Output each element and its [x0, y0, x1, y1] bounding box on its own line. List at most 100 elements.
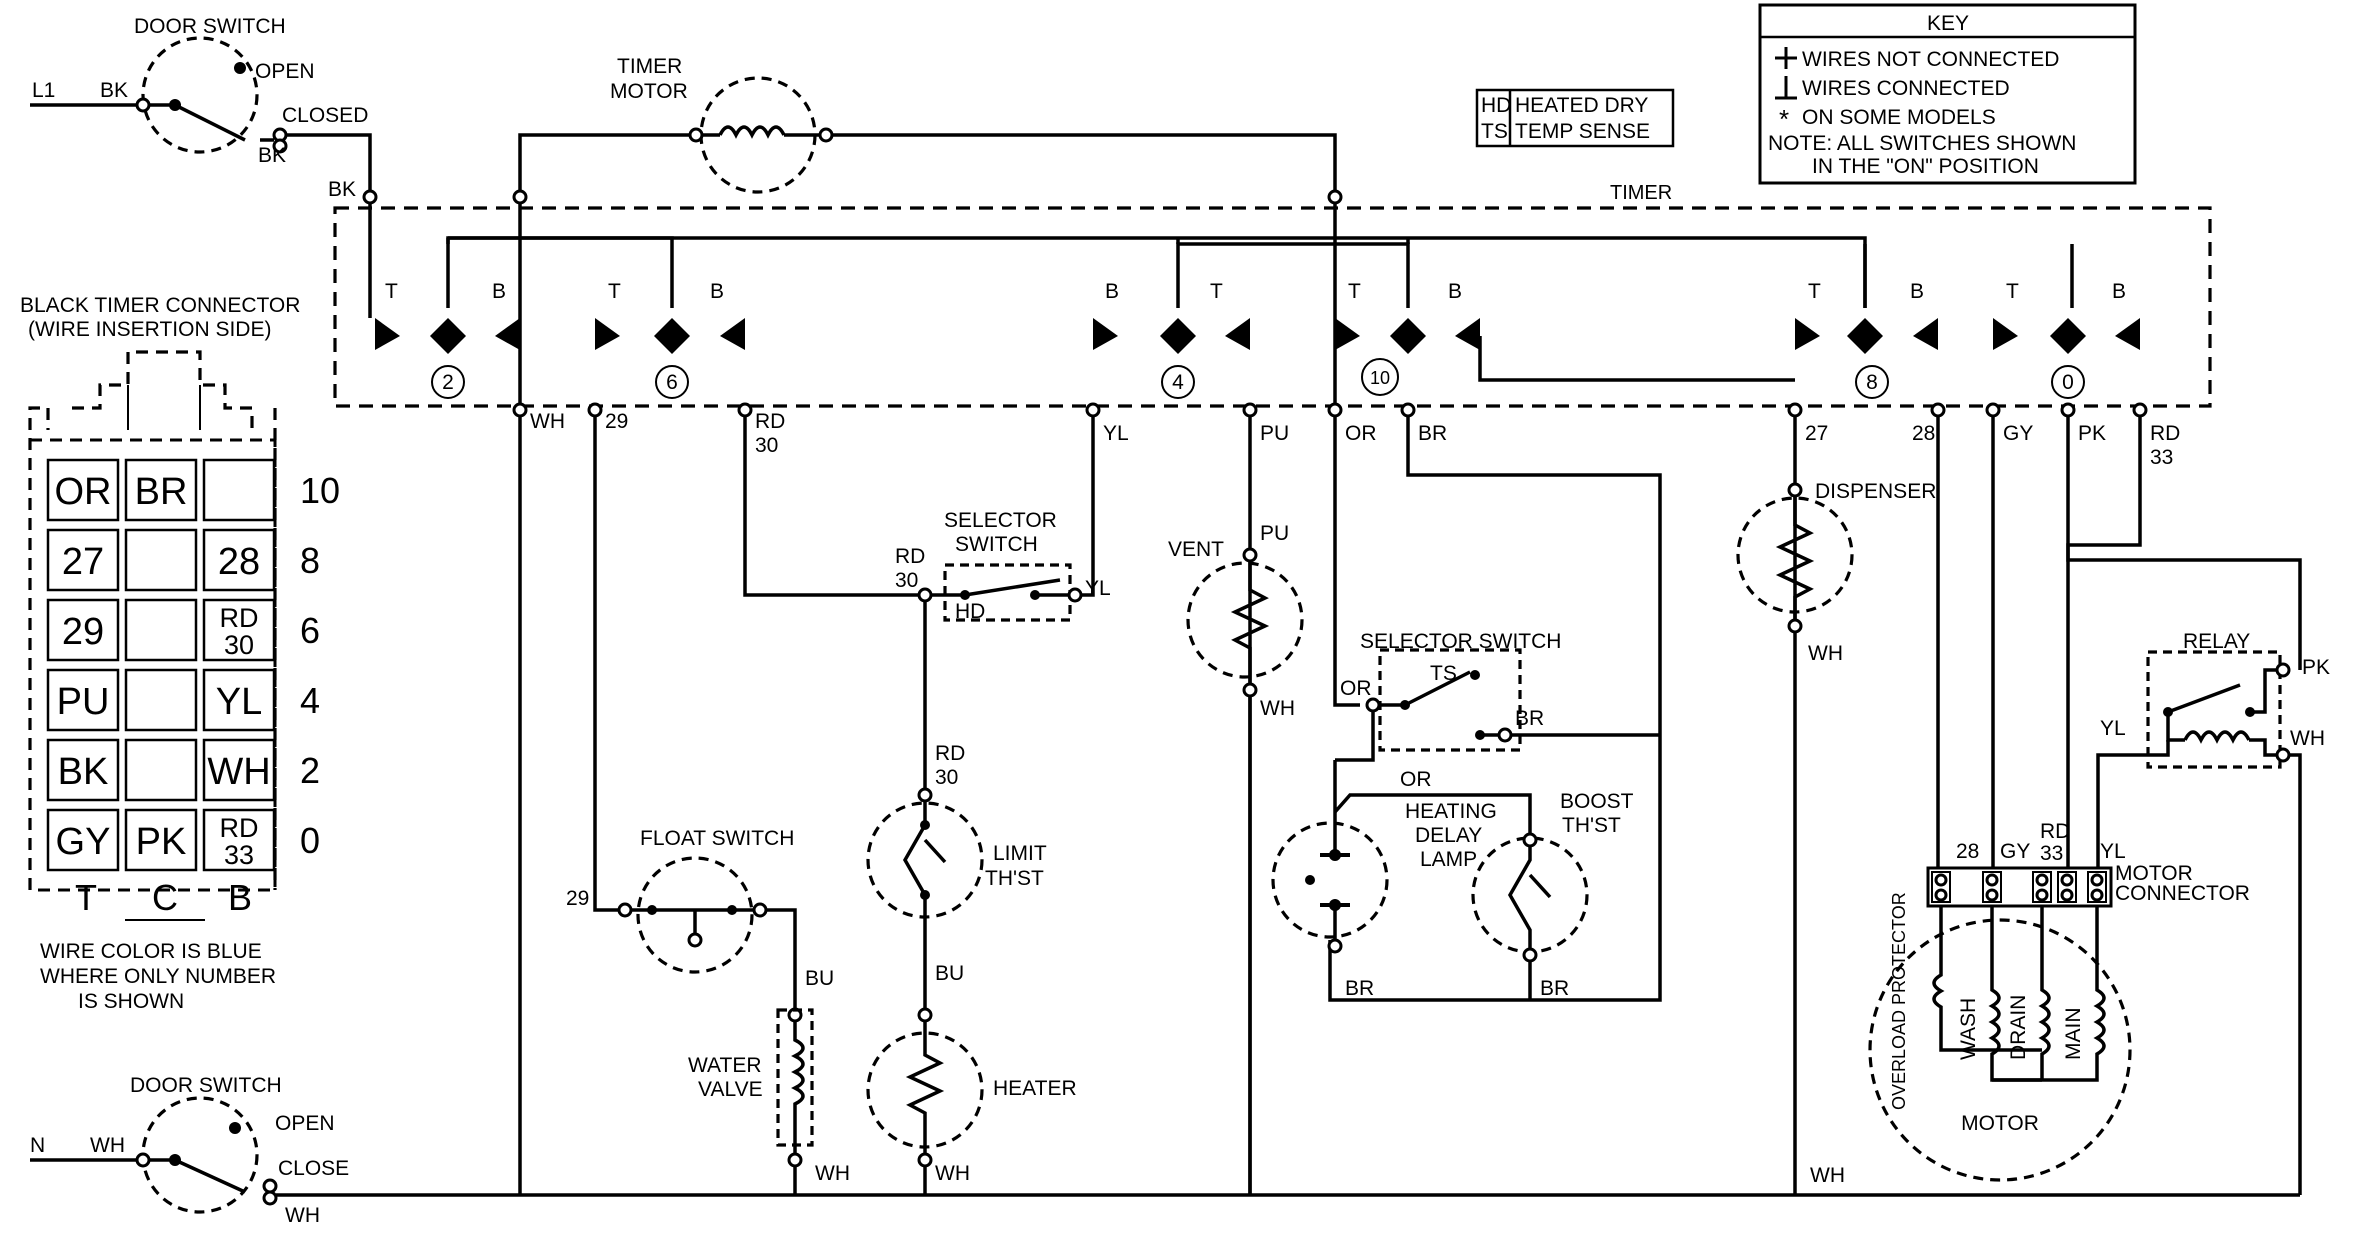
cam-6: 6: [655, 365, 689, 399]
key-legend: KEY WIRES NOT CONNECTED WIRES CONNECTED …: [1758, 3, 2137, 185]
svg-text:B: B: [1105, 280, 1119, 303]
svg-text:T: T: [1808, 280, 1821, 303]
svg-text:GY: GY: [2003, 422, 2033, 445]
connector-row-number: 6: [300, 610, 320, 651]
svg-text:BR: BR: [1515, 707, 1544, 730]
svg-text:BU: BU: [935, 962, 964, 985]
black-timer-connector: BLACK TIMER CONNECTOR (WIRE INSERTION SI…: [20, 294, 340, 1013]
connector-subtitle: (WIRE INSERTION SIDE): [28, 318, 271, 341]
svg-text:PK: PK: [2302, 656, 2330, 679]
connector-cell-label: PK: [136, 821, 187, 863]
connector-cell: [202, 738, 276, 802]
svg-text:VENT: VENT: [1168, 538, 1224, 561]
svg-text:T: T: [1210, 280, 1223, 303]
svg-text:0: 0: [2062, 371, 2074, 394]
svg-text:MOTOR: MOTOR: [1961, 1112, 2039, 1135]
svg-text:BK: BK: [258, 144, 286, 167]
svg-text:30: 30: [895, 569, 918, 592]
cam-4: 4: [1161, 365, 1195, 399]
svg-text:TS: TS: [1430, 662, 1457, 685]
connector-cell-label: BK: [58, 751, 109, 793]
svg-text:B: B: [1910, 280, 1924, 303]
boost-thermostat: BOOST TH'ST BR: [1471, 790, 1634, 1000]
connector-title: BLACK TIMER CONNECTOR: [20, 294, 300, 317]
svg-text:LAMP: LAMP: [1420, 848, 1477, 871]
door-switch-top: DOOR SWITCH OPEN CLOSED L1 BK BK: [32, 15, 368, 167]
svg-text:TH'ST: TH'ST: [985, 867, 1044, 890]
hd-ts-legend: HD TS HEATED DRY TEMP SENSE: [1475, 88, 1675, 148]
svg-text:C: C: [152, 877, 178, 918]
svg-text:VALVE: VALVE: [698, 1078, 763, 1101]
water-valve: WATER VALVE: [688, 1008, 814, 1147]
svg-text:FLOAT SWITCH: FLOAT SWITCH: [640, 827, 794, 850]
connector-cell-label: BR: [135, 471, 188, 513]
svg-text:RELAY: RELAY: [2183, 630, 2250, 653]
connector-row-number: 0: [300, 820, 320, 861]
connector-row-number: 4: [300, 680, 320, 721]
connector-cell-label: 30: [224, 630, 254, 660]
key-connected: WIRES CONNECTED: [1802, 77, 2010, 100]
svg-text:OR: OR: [1400, 768, 1432, 791]
svg-text:B: B: [1448, 280, 1462, 303]
limit-thermostat: LIMIT TH'ST: [866, 800, 1047, 920]
svg-text:WIRE COLOR IS BLUE: WIRE COLOR IS BLUE: [40, 940, 262, 963]
svg-text:B: B: [710, 280, 724, 303]
svg-text:10: 10: [1370, 368, 1390, 388]
connector-cell-label: RD: [220, 813, 259, 843]
asterisk-icon: *: [1779, 104, 1789, 134]
connector-cell: [46, 458, 120, 522]
svg-text:33: 33: [2040, 842, 2063, 865]
svg-text:SWITCH: SWITCH: [955, 533, 1038, 556]
svg-text:OR: OR: [1340, 677, 1372, 700]
svg-text:HEATING: HEATING: [1405, 800, 1497, 823]
svg-text:SELECTOR: SELECTOR: [944, 509, 1057, 532]
connector-cell: [124, 528, 198, 592]
svg-text:MOTOR: MOTOR: [610, 80, 688, 103]
connector-cell: [46, 808, 120, 872]
connector-cell: [124, 808, 198, 872]
svg-text:OPEN: OPEN: [275, 1112, 335, 1135]
key-some-models: ON SOME MODELS: [1802, 106, 1996, 129]
connector-cell-label: YL: [216, 681, 262, 723]
wiring: DOOR SWITCH OPEN CLOSED L1 BK BK BK TIME…: [30, 15, 2330, 1227]
svg-text:MOTOR: MOTOR: [2115, 862, 2193, 885]
svg-text:T: T: [608, 280, 621, 303]
svg-text:CONNECTOR: CONNECTOR: [2115, 882, 2250, 905]
svg-text:DRAIN: DRAIN: [2007, 995, 2030, 1060]
svg-text:YL: YL: [1085, 577, 1111, 600]
svg-text:RD: RD: [935, 742, 965, 765]
door-switch-bottom: DOOR SWITCH OPEN CLOSE N WH WH: [30, 1074, 349, 1227]
svg-text:PU: PU: [1260, 522, 1289, 545]
svg-text:TH'ST: TH'ST: [1562, 814, 1621, 837]
svg-text:28: 28: [1912, 422, 1935, 445]
svg-text:OPEN: OPEN: [255, 60, 315, 83]
connector-cell: [46, 668, 120, 732]
svg-text:DOOR SWITCH: DOOR SWITCH: [134, 15, 286, 38]
connector-row-number: 10: [300, 470, 340, 511]
dispenser: DISPENSER WH: [1736, 480, 1936, 665]
connector-cell-label: 33: [224, 840, 254, 870]
svg-text:HEATED DRY: HEATED DRY: [1515, 94, 1648, 117]
svg-text:HD: HD: [955, 600, 985, 623]
svg-text:WH: WH: [530, 410, 565, 433]
svg-text:RD: RD: [755, 410, 785, 433]
svg-text:T: T: [2006, 280, 2019, 303]
svg-text:B: B: [228, 877, 252, 918]
svg-text:BU: BU: [805, 967, 834, 990]
svg-text:2: 2: [442, 371, 454, 394]
svg-text:HD: HD: [1481, 94, 1511, 117]
svg-text:LIMIT: LIMIT: [993, 842, 1047, 865]
svg-text:PU: PU: [1260, 422, 1289, 445]
svg-text:B: B: [2112, 280, 2126, 303]
cam-10: 10: [1361, 358, 1399, 396]
svg-text:BK: BK: [328, 178, 356, 201]
svg-text:T: T: [1348, 280, 1361, 303]
connector-cell: [202, 458, 276, 522]
connector-cell-label: 29: [62, 611, 104, 653]
svg-text:WH: WH: [1808, 642, 1843, 665]
motor: MOTOR OVERLOAD PROTECTOR WASH DRAIN MAIN: [1868, 892, 2132, 1182]
svg-text:30: 30: [935, 766, 958, 789]
svg-text:BK: BK: [100, 79, 128, 102]
svg-text:WH: WH: [1260, 697, 1295, 720]
